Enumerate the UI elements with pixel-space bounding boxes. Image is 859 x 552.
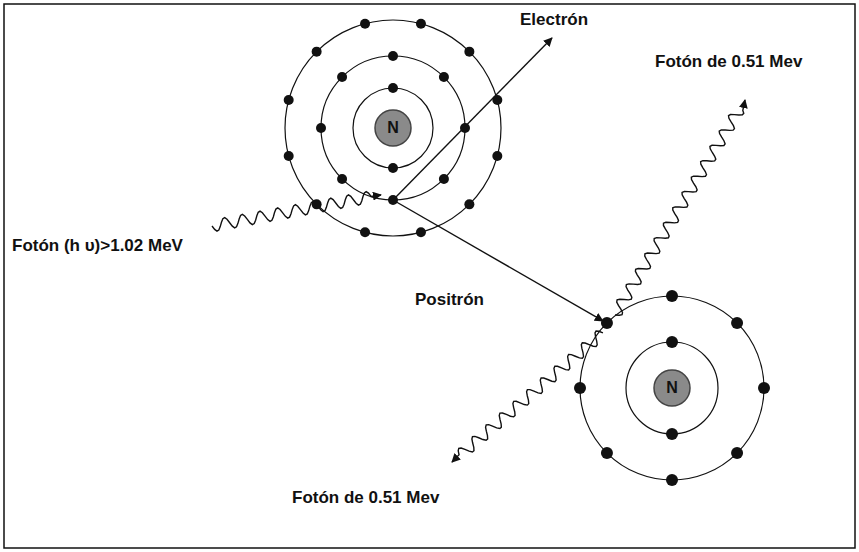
- electron-dot: [758, 382, 770, 394]
- nucleus-label: N: [666, 380, 678, 396]
- electron-dot: [460, 123, 470, 133]
- electron-dot: [574, 382, 586, 394]
- nucleus-circle: [375, 110, 411, 146]
- electron-dot: [337, 174, 347, 184]
- electron-dot: [284, 151, 294, 161]
- electron-dot: [492, 95, 502, 105]
- nucleus-label: N: [387, 120, 399, 136]
- electron-dot: [439, 174, 449, 184]
- annihilation-photon: [615, 100, 745, 315]
- photon-label: Fotón de 0.51 Mev: [292, 488, 439, 508]
- electron-dot: [388, 163, 398, 173]
- electron-orbit: [321, 56, 465, 200]
- electron-dot: [312, 47, 322, 57]
- electron-dot: [666, 474, 678, 486]
- electron-dot: [388, 195, 398, 205]
- nucleus: N: [374, 109, 412, 147]
- electron-dot: [360, 227, 370, 237]
- electron-dot: [666, 336, 678, 348]
- nucleus: N: [653, 369, 691, 407]
- electron-dot: [731, 317, 743, 329]
- positron-track: [393, 200, 603, 321]
- particle-label: Electrón: [520, 10, 588, 30]
- electron-dot: [601, 317, 613, 329]
- electron-dot: [416, 19, 426, 29]
- electron-dot: [439, 72, 449, 82]
- electron-dot: [601, 447, 613, 459]
- electron-track: [393, 38, 552, 200]
- electron-orbit: [626, 342, 718, 434]
- electron-dot: [666, 290, 678, 302]
- photon-label: Fotón (h υ)>1.02 MeV: [12, 236, 183, 256]
- electron-dot: [464, 199, 474, 209]
- nucleus-circle: [654, 370, 690, 406]
- electron-dot: [731, 447, 743, 459]
- electron-dot: [492, 151, 502, 161]
- electron-dot: [416, 227, 426, 237]
- electron-dot: [464, 47, 474, 57]
- electron-dot: [316, 123, 326, 133]
- electron-orbit: [580, 296, 764, 480]
- photon-label: Fotón de 0.51 Mev: [655, 52, 802, 72]
- electron-orbit: [285, 20, 501, 236]
- electron-dot: [360, 19, 370, 29]
- electron-dot: [388, 51, 398, 61]
- frame: [4, 4, 855, 548]
- electron-dot: [312, 199, 322, 209]
- incident-photon: [212, 192, 381, 231]
- electron-dot: [666, 428, 678, 440]
- electron-dot: [284, 95, 294, 105]
- annihilation-photon: [452, 331, 603, 462]
- electron-dot: [337, 72, 347, 82]
- electron-dot: [388, 83, 398, 93]
- electron-orbit: [353, 88, 433, 168]
- particle-label: Positrón: [415, 290, 484, 310]
